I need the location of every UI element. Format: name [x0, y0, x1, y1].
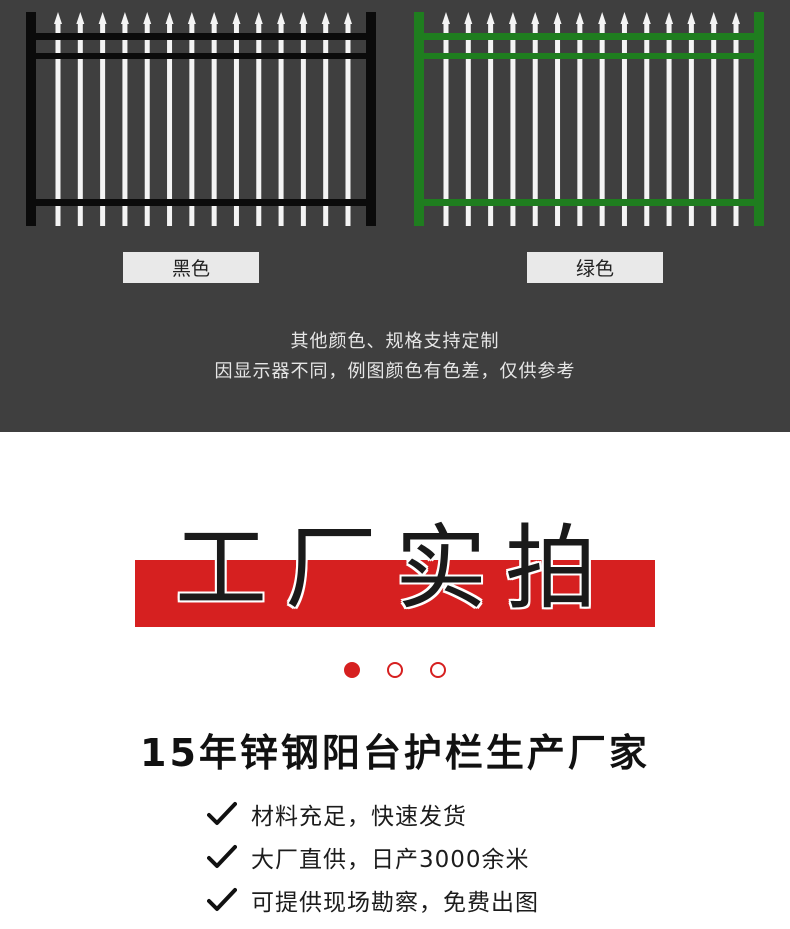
section-subtitle: 15年锌钢阳台护栏生产厂家 — [140, 731, 650, 775]
product-color-panel: 黑色 绿色 其他颜色、规格支持定制 因显示器不同，例图颜色有色差，仅供参考 — [0, 0, 790, 432]
feature-text: 大厂直供，日产3000余米 — [251, 847, 530, 873]
pager-dot-1[interactable] — [344, 662, 360, 678]
black-color-label: 黑色 — [123, 252, 259, 283]
section-title: 工厂实拍 — [174, 515, 615, 622]
check-icon — [207, 802, 237, 825]
feature-item: 大厂直供，日产3000余米 — [207, 842, 530, 873]
custom-note: 其他颜色、规格支持定制 — [290, 331, 500, 352]
pager-dot-3[interactable] — [430, 662, 446, 678]
check-icon — [207, 888, 237, 911]
black-fence-image — [26, 12, 376, 226]
title-red-bar — [135, 560, 655, 627]
pager-dot-2[interactable] — [387, 662, 403, 678]
green-fence-image — [414, 12, 764, 226]
green-color-label: 绿色 — [527, 252, 663, 283]
check-icon — [207, 845, 237, 868]
color-disclaimer: 因显示器不同，例图颜色有色差，仅供参考 — [214, 361, 576, 382]
feature-item: 材料充足，快速发货 — [207, 799, 467, 830]
feature-item: 可提供现场勘察，免费出图 — [207, 885, 539, 916]
feature-text: 可提供现场勘察，免费出图 — [251, 890, 539, 916]
feature-text: 材料充足，快速发货 — [251, 804, 467, 830]
pager-dots — [0, 662, 790, 682]
